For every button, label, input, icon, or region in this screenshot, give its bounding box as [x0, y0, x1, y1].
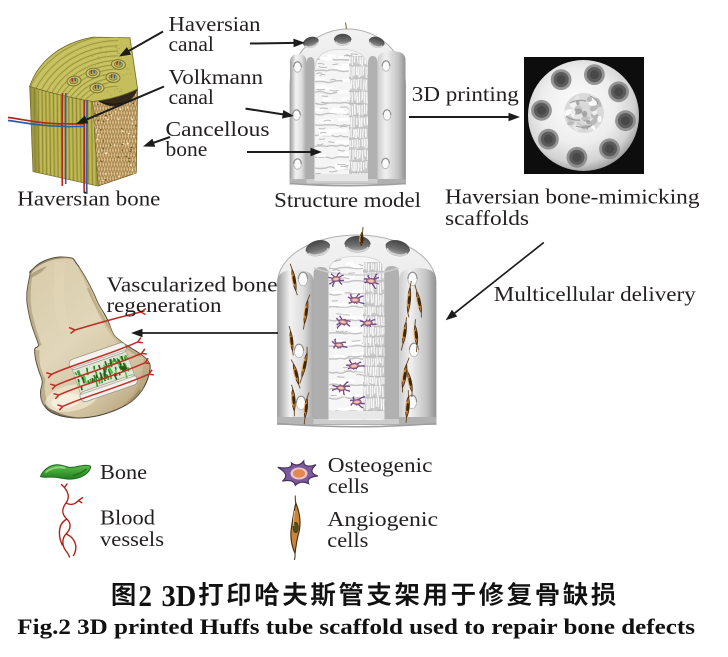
svg-text:Bone: Bone [100, 460, 147, 484]
svg-text:Haversian: Haversian [169, 12, 261, 36]
svg-text:canal: canal [169, 85, 214, 109]
svg-text:canal: canal [169, 32, 214, 56]
svg-text:2: 2 [139, 578, 152, 613]
svg-text:Osteogenic: Osteogenic [328, 453, 433, 477]
svg-text:Angiogenic: Angiogenic [327, 507, 438, 531]
svg-text:Haversian bone-mimicking: Haversian bone-mimicking [445, 185, 700, 209]
svg-text:scaffolds: scaffolds [445, 206, 529, 230]
svg-text:vessels: vessels [100, 527, 164, 551]
svg-text:Structure model: Structure model [274, 188, 421, 212]
svg-text:Volkmann: Volkmann [169, 65, 264, 89]
svg-text:Vascularized bone: Vascularized bone [107, 272, 278, 296]
svg-text:Cancellous: Cancellous [166, 117, 270, 141]
svg-text:3D: 3D [162, 578, 197, 613]
svg-text:cells: cells [327, 528, 368, 552]
svg-text:regeneration: regeneration [107, 293, 222, 317]
svg-text:bone: bone [166, 137, 208, 161]
svg-text:Fig.2 3D printed Huffs tube sc: Fig.2 3D printed Huffs tube scaffold use… [17, 614, 695, 639]
svg-text:cells: cells [328, 474, 369, 498]
svg-text:Haversian bone: Haversian bone [17, 187, 160, 211]
svg-text:Multicellular delivery: Multicellular delivery [494, 282, 696, 306]
svg-text:Blood: Blood [100, 506, 155, 530]
svg-text:3D printing: 3D printing [412, 82, 519, 106]
